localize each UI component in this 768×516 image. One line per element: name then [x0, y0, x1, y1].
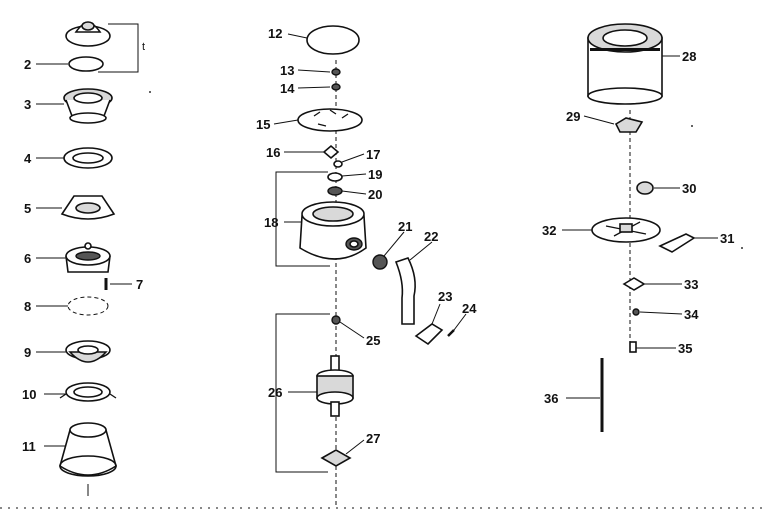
- cylinder-28-part: [587, 23, 663, 105]
- label-part-6: 6: [24, 251, 31, 266]
- center-column-parts: [275, 25, 455, 506]
- label-part-30: 30: [682, 181, 696, 196]
- gasket-21-part: [372, 254, 388, 270]
- rotor-26-part: [316, 355, 354, 417]
- tube-22-part: [394, 257, 416, 325]
- label-part-5: 5: [24, 201, 31, 216]
- seal-19-part: [327, 172, 343, 182]
- label-part-27: 27: [366, 431, 380, 446]
- shredder-plate-15-part: [297, 108, 363, 132]
- washer-16-part: [322, 144, 340, 160]
- label-part-17: 17: [366, 147, 380, 162]
- stopper-cap-part: [65, 21, 111, 47]
- gasket-12-part: [306, 25, 360, 55]
- seal-20-part: [327, 186, 343, 196]
- label-part-2: 2: [24, 57, 31, 72]
- label-part-16: 16: [266, 145, 280, 160]
- label-part-22: 22: [424, 229, 438, 244]
- grinding-chamber-18-part: [299, 201, 367, 260]
- bracket-26: [275, 313, 330, 473]
- label-part-14: 14: [280, 81, 295, 96]
- bracket-mark: t: [142, 41, 145, 53]
- label-part-33: 33: [684, 277, 698, 292]
- sink-flange-3-part: [63, 88, 113, 124]
- left-column-parts: t: [59, 21, 145, 496]
- nut-34-part: [632, 308, 640, 316]
- label-part-21: 21: [398, 219, 412, 234]
- label-part-28: 28: [682, 49, 696, 64]
- label-part-18: 18: [264, 215, 278, 230]
- bracket-1-2: [98, 23, 139, 73]
- label-part-24: 24: [462, 301, 477, 316]
- label-part-4: 4: [24, 151, 32, 166]
- right-column-parts: [587, 23, 696, 432]
- label-part-29: 29: [566, 109, 580, 124]
- gasket-2-part: [68, 56, 104, 72]
- label-part-32: 32: [542, 223, 556, 238]
- label-part-12: 12: [268, 26, 282, 41]
- label-part-15: 15: [256, 117, 270, 132]
- clamp-10-part: [59, 382, 117, 402]
- bearing-25-part: [331, 315, 341, 325]
- label-part-34: 34: [684, 307, 699, 322]
- label-part-3: 3: [24, 97, 31, 112]
- label-part-13: 13: [280, 63, 294, 78]
- part-labels: 2 3 4 5 6 7 8 9 10 11 12 13 14 15 16 17 …: [22, 26, 734, 454]
- label-part-10: 10: [22, 387, 36, 402]
- bracket-18: [275, 171, 330, 267]
- label-part-8: 8: [24, 299, 31, 314]
- bracket-27-part: [320, 449, 352, 467]
- housing-11-part: [59, 422, 117, 496]
- cap-30-part: [636, 181, 654, 195]
- blade-31-part: [658, 233, 696, 253]
- mounting-ring-6-part: [65, 242, 111, 273]
- label-part-7: 7: [136, 277, 143, 292]
- label-part-25: 25: [366, 333, 380, 348]
- scan-specks: [0, 91, 768, 509]
- washer-33-part: [622, 277, 646, 291]
- flange-23-part: [414, 323, 444, 346]
- label-part-19: 19: [368, 167, 382, 182]
- label-part-26: 26: [268, 385, 282, 400]
- washer-17-part: [333, 160, 343, 168]
- gasket-4-part: [63, 147, 113, 169]
- nut-13-part: [331, 68, 341, 76]
- backup-ring-5-part: [60, 195, 116, 220]
- nut-14-part: [331, 83, 341, 91]
- snap-ring-8-part: [67, 296, 109, 316]
- impeller-29-part: [614, 117, 644, 133]
- label-part-11: 11: [22, 439, 36, 454]
- plate-32-part: [591, 217, 661, 243]
- leader-lines: [36, 33, 718, 455]
- label-part-36: 36: [544, 391, 558, 406]
- label-part-9: 9: [24, 345, 31, 360]
- screw-24-part: [447, 329, 455, 337]
- label-part-31: 31: [720, 231, 734, 246]
- seal-9-part: [65, 340, 111, 363]
- label-part-35: 35: [678, 341, 692, 356]
- label-part-20: 20: [368, 187, 382, 202]
- pin-35-part: [629, 341, 637, 353]
- label-part-23: 23: [438, 289, 452, 304]
